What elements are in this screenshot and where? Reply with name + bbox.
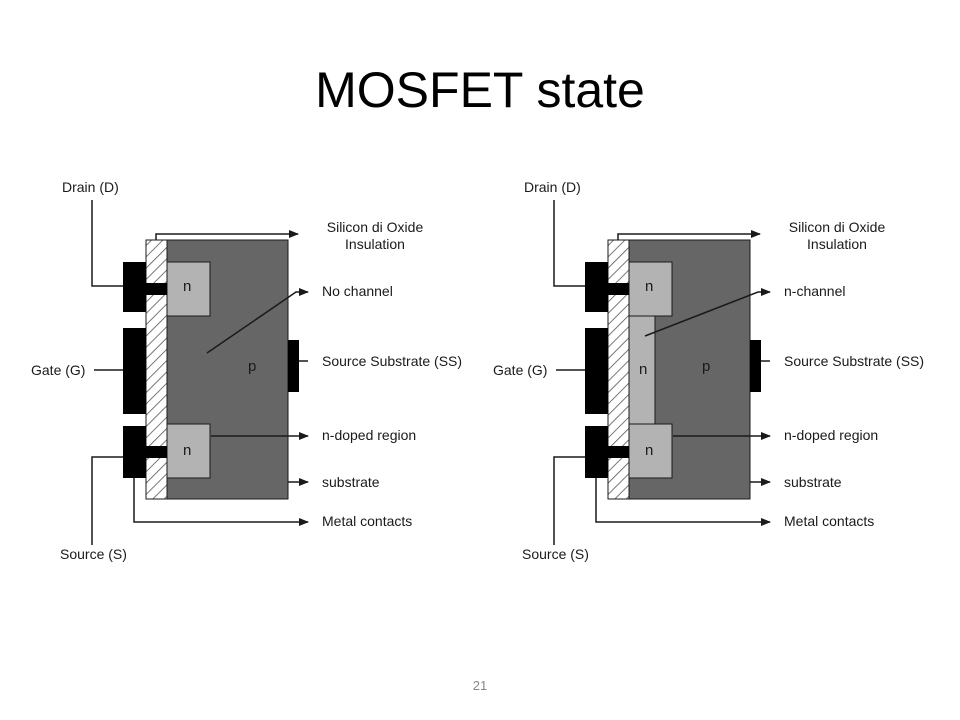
substrate-contact <box>750 340 761 392</box>
metal-contacts-arrow <box>595 478 771 526</box>
gate-label: Gate (G) <box>493 362 548 378</box>
gate-label: Gate (G) <box>31 362 86 378</box>
n-region-bottom <box>628 423 673 479</box>
oxide-label-line1: Silicon di Oxide <box>788 219 886 235</box>
channel-label: No channel <box>322 283 393 299</box>
metal-contacts-arrow <box>133 478 309 526</box>
slide-number: 21 <box>472 678 488 693</box>
mosfet-drawing <box>91 200 309 545</box>
drain-lead <box>91 200 123 287</box>
substrate-label: substrate <box>784 474 842 490</box>
n-region-top <box>166 261 211 317</box>
oxide-label: Silicon di Oxide Insulation <box>315 219 435 253</box>
drain-lead <box>553 200 585 287</box>
substrate-label: substrate <box>322 474 380 490</box>
oxide-label: Silicon di Oxide Insulation <box>777 219 897 253</box>
n-region-bottom-text: n <box>183 442 192 459</box>
metal-contacts-label: Metal contacts <box>784 513 875 529</box>
drain-contact-bridge <box>608 283 629 295</box>
n-region-top <box>628 261 673 317</box>
oxide-layer <box>607 239 630 500</box>
n-region-bottom-text: n <box>645 442 654 459</box>
source-substrate-label: Source Substrate (SS) <box>784 353 925 369</box>
p-region-text: p <box>248 358 257 375</box>
source-contact-bridge <box>146 446 167 458</box>
p-region-text: p <box>702 358 711 375</box>
oxide-layer <box>145 239 168 500</box>
drain-contact <box>585 262 608 312</box>
channel-label: n-channel <box>784 283 846 299</box>
substrate-contact <box>288 340 299 392</box>
drain-label: Drain (D) <box>524 179 581 195</box>
source-label: Source (S) <box>522 546 589 562</box>
gate-contact <box>585 328 608 414</box>
drain-label: Drain (D) <box>62 179 119 195</box>
drain-contact <box>123 262 146 312</box>
n-region-bottom <box>166 423 211 479</box>
n-region-top-text: n <box>183 278 192 295</box>
source-contact-bridge <box>608 446 629 458</box>
metal-contacts-label: Metal contacts <box>322 513 413 529</box>
source-label: Source (S) <box>60 546 127 562</box>
source-contact <box>123 426 146 478</box>
oxide-arrow <box>617 230 761 240</box>
source-substrate-label: Source Substrate (SS) <box>322 353 463 369</box>
oxide-label-line2: Insulation <box>807 236 867 252</box>
mosfet-drawing <box>553 200 771 545</box>
oxide-label-line2: Insulation <box>345 236 405 252</box>
n-doped-label: n-doped region <box>322 427 417 443</box>
n-doped-label: n-doped region <box>784 427 879 443</box>
source-lead <box>91 456 123 545</box>
mosfet-diagram-n-channel: Drain (D) Gate (G) Source (S) Silicon di… <box>493 170 942 570</box>
oxide-arrow <box>155 230 299 240</box>
n-channel-text: n <box>639 361 648 378</box>
drain-contact-bridge <box>146 283 167 295</box>
mosfet-diagram-no-channel: Drain (D) Gate (G) Source (S) Silicon di… <box>31 170 480 570</box>
gate-contact <box>123 328 146 414</box>
source-lead <box>553 456 585 545</box>
source-contact <box>585 426 608 478</box>
slide-title: MOSFET state <box>315 62 645 118</box>
n-region-top-text: n <box>645 278 654 295</box>
channel-arrow <box>206 288 309 354</box>
oxide-label-line1: Silicon di Oxide <box>326 219 424 235</box>
channel-arrow <box>644 288 771 337</box>
